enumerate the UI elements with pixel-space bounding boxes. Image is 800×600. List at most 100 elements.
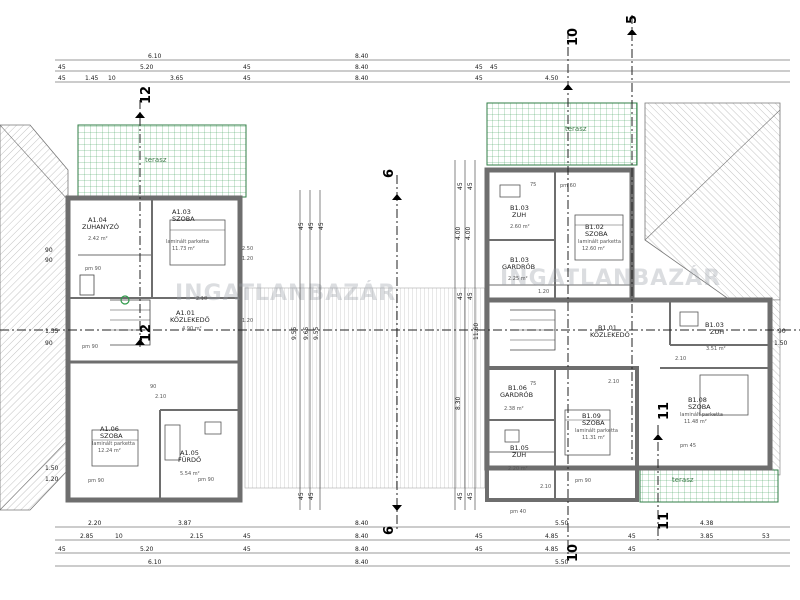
room-b109-code: B1.09: [582, 412, 601, 420]
room-a105-area: 5.54 m²: [180, 471, 200, 477]
dim-top-11: 1.45: [85, 75, 99, 82]
note-3: pm 90: [88, 478, 104, 484]
dim-midr-7: 45: [457, 292, 464, 300]
building-a: [65, 195, 243, 503]
axis-12-top: 12: [139, 86, 154, 104]
room-b103-area: 2.60 m²: [510, 224, 530, 230]
dim-bot-21: 4.85: [545, 546, 559, 553]
dim-center-1: 9.55: [291, 326, 298, 340]
room-b103b-code: B1.03: [510, 256, 529, 264]
dim-top-5: 45: [243, 64, 251, 71]
dim-bot-9: 45: [243, 533, 251, 540]
room-a106-code: A1.06: [100, 425, 119, 433]
room-b103c-area: 3.51 m²: [706, 346, 726, 352]
dim-top-16: 45: [475, 75, 483, 82]
room-b101-name: KÖZLEKEDŐ: [590, 330, 630, 339]
room-a106-area: 12.24 m²: [98, 448, 121, 454]
dim-bot-3: 8.40: [355, 520, 369, 527]
dim-bot-4: 5.50: [555, 520, 569, 527]
axis-6-bottom: 6: [382, 526, 397, 535]
dim-bot-25: 5.50: [555, 559, 569, 566]
note-14: 2.50: [242, 246, 253, 252]
room-b108-floor: laminált parketta: [680, 411, 723, 418]
terrace-left-label: terasz: [145, 156, 167, 164]
dim-bot-10: 8.40: [355, 533, 369, 540]
watermark: INGATLANBAZÁR: [175, 280, 396, 306]
room-a105-name: FÜRDŐ: [178, 455, 201, 464]
room-a104-area: 2.42 m²: [88, 236, 108, 242]
room-b102-code: B1.02: [585, 223, 604, 231]
dim-left-3: 1.35: [45, 328, 59, 335]
dimension-lines: [55, 59, 790, 567]
dim-left-4: 90: [45, 340, 53, 347]
note-15: 1.20: [242, 256, 253, 262]
dim-bot-20: 45: [475, 546, 483, 553]
dim-center-4: 45: [298, 222, 305, 230]
note-7: pm 90: [575, 478, 591, 484]
building-b: [484, 167, 773, 502]
room-b101-code: B1.01: [598, 324, 617, 332]
dim-midr-1: 4.00: [455, 226, 462, 240]
room-a101-area: 4.90 m²: [182, 326, 202, 332]
dim-midr-9: 45: [457, 492, 464, 500]
room-a103-code: A1.03: [172, 208, 191, 216]
side-dimensions: 90 90 1.35 90 1.50 1.20 90 1.50 9.55 9.6…: [45, 182, 788, 500]
room-a106-floor: laminált parketta: [92, 440, 135, 447]
room-a101-name: KÖZLEKEDŐ: [170, 315, 210, 324]
axis-arrows: [135, 29, 663, 511]
note-16: 2.10: [608, 379, 619, 385]
dim-bot-24: 8.40: [355, 559, 369, 566]
room-b103b-area: 2.25 m²: [508, 276, 528, 282]
dim-left-5: 1.50: [45, 465, 59, 472]
note-17: 1.20: [242, 318, 253, 324]
room-b108-name: SZOBA: [688, 403, 711, 411]
terrace-right-bottom-label: terasz: [672, 476, 694, 484]
dim-left-6: 1.20: [45, 476, 59, 483]
note-13: 90: [150, 384, 156, 390]
room-b106-name: GARDRÓB: [500, 390, 533, 399]
dim-top-7: 45: [475, 64, 483, 71]
dim-midr-10: 45: [467, 492, 474, 500]
dim-midr-6: 45: [467, 182, 474, 190]
dim-bot-14: 3.85: [700, 533, 714, 540]
note-9: 75: [530, 182, 536, 188]
dim-top-2: 8.40: [355, 53, 369, 60]
terrace-right-bottom: terasz: [639, 469, 779, 503]
note-11: 2.10: [155, 394, 166, 400]
room-labels: A1.04 ZUHANYZÓ 2.42 m² A1.03 SZOBA lamin…: [82, 204, 726, 477]
room-b103-name: ZUH: [512, 211, 526, 219]
room-b108-area: 11.48 m²: [684, 419, 707, 425]
note-12: 2.10: [196, 296, 207, 302]
axis-6-top: 6: [382, 169, 397, 178]
room-b102-area: 12.60 m²: [582, 246, 605, 252]
room-a104-code: A1.04: [88, 216, 107, 224]
dim-top-12: 10: [108, 75, 116, 82]
dim-top-10: 45: [58, 75, 66, 82]
room-b103b-name: GARDRÓB: [502, 262, 535, 271]
note-5: pm 45: [680, 443, 696, 449]
dim-bot-15: 53: [762, 533, 770, 540]
dim-top-8: 45: [490, 64, 498, 71]
dim-top-6: 8.40: [355, 64, 369, 71]
dim-bot-23: 6.10: [148, 559, 162, 566]
dim-center-3: 9.55: [313, 326, 320, 340]
note-10: 75: [530, 381, 536, 387]
dim-bot-19: 8.40: [355, 546, 369, 553]
room-a106-name: SZOBA: [100, 432, 123, 440]
dim-midr-2: 4.00: [465, 226, 472, 240]
dim-center-7: 45: [298, 492, 305, 500]
room-a103-area: 11.73 m²: [172, 246, 195, 252]
dim-bot-8: 2.15: [190, 533, 204, 540]
dim-bot-7: 10: [115, 533, 123, 540]
dim-bot-22: 45: [628, 546, 636, 553]
dim-top-9: 4.50: [545, 75, 559, 82]
axis-markers: 12 12 6 6 10 10 5 11 11: [139, 15, 672, 562]
dim-top-1: 6.10: [148, 53, 162, 60]
note-2: pm 90: [82, 344, 98, 350]
dim-left-2: 90: [45, 257, 53, 264]
axis-10-top: 10: [566, 28, 581, 46]
dim-left-1: 90: [45, 247, 53, 254]
room-a105-code: A1.05: [180, 449, 199, 457]
room-b108-code: B1.08: [688, 396, 707, 404]
